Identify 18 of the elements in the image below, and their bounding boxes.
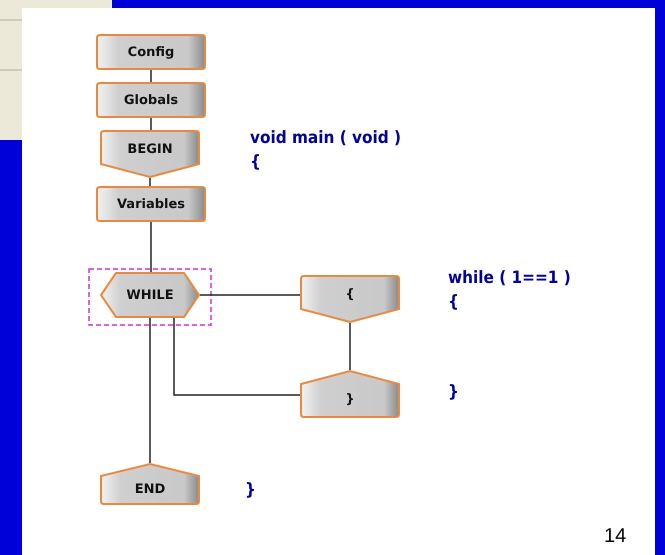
code-line: } — [448, 382, 459, 402]
connector-line — [149, 178, 151, 186]
connector-line — [150, 70, 152, 82]
connector-line — [200, 294, 300, 296]
connector-line — [173, 317, 300, 396]
process-block: Config — [96, 34, 206, 70]
process-block: Variables — [96, 186, 206, 222]
connector-line — [150, 118, 152, 130]
code-line: void main ( void ) — [250, 128, 401, 148]
connector-line — [149, 318, 151, 463]
code-line: { — [448, 292, 459, 312]
code-line: } — [245, 480, 256, 500]
process-block: Globals — [96, 82, 206, 118]
page-number: 14 — [604, 525, 626, 548]
connector-line — [150, 222, 152, 272]
connector-line — [349, 323, 351, 370]
code-line: while ( 1==1 ) — [448, 268, 571, 288]
code-line: { — [250, 152, 261, 172]
